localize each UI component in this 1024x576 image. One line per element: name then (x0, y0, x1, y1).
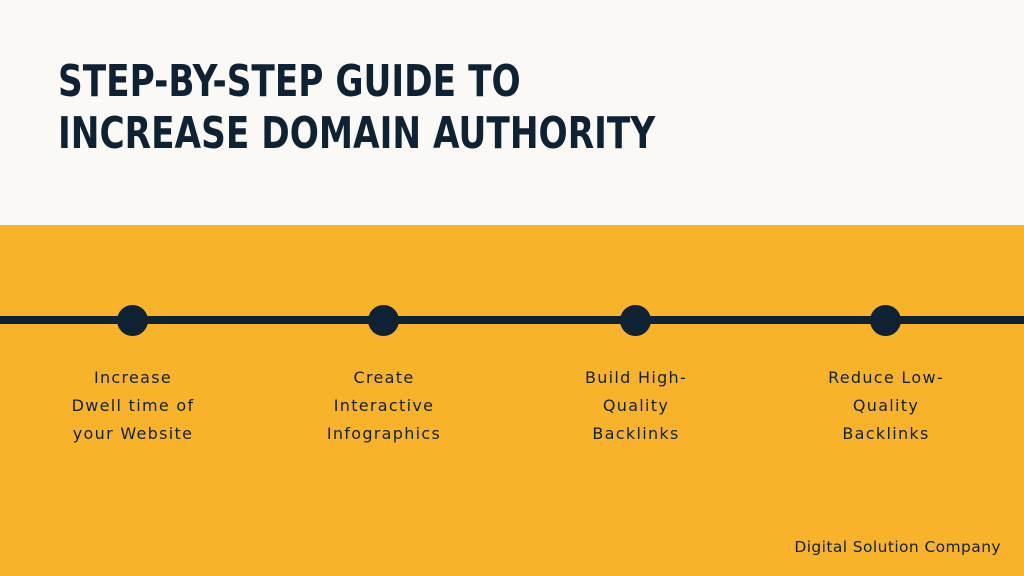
step-2-label-line-2: Interactive (333, 396, 435, 415)
title-line-2: INCREASE DOMAIN AUTHORITY (58, 108, 656, 159)
step-4-label: Reduce Low- Quality Backlinks (796, 364, 976, 448)
step-3-label-line-2: Quality (602, 396, 670, 415)
step-2-marker (368, 305, 399, 336)
step-4-label-line-1: Reduce Low- (828, 368, 944, 387)
step-1-label-line-1: Increase (93, 368, 173, 387)
step-2-label-line-3: Infographics (326, 424, 442, 443)
step-1-label-line-2: Dwell time of (71, 396, 195, 415)
timeline-band (0, 225, 1024, 576)
step-4-label-line-2: Quality (852, 396, 920, 415)
step-3-label: Build High- Quality Backlinks (546, 364, 726, 448)
step-1-marker (117, 305, 148, 336)
page-title: STEP-BY-STEP GUIDE TO INCREASE DOMAIN AU… (58, 56, 655, 160)
step-3-label-line-3: Backlinks (592, 424, 680, 443)
step-1-label: Increase Dwell time of your Website (43, 364, 223, 448)
header-area: STEP-BY-STEP GUIDE TO INCREASE DOMAIN AU… (0, 0, 1024, 225)
step-2-label: Create Interactive Infographics (294, 364, 474, 448)
company-name: Digital Solution Company (794, 538, 1001, 556)
step-4-marker (870, 305, 901, 336)
step-3-marker (620, 305, 651, 336)
step-3-label-line-1: Build High- (584, 368, 688, 387)
step-1-label-line-3: your Website (72, 424, 194, 443)
title-line-1: STEP-BY-STEP GUIDE TO (58, 56, 521, 107)
step-4-label-line-3: Backlinks (842, 424, 930, 443)
timeline-line (0, 316, 1024, 324)
step-2-label-line-1: Create (353, 368, 415, 387)
